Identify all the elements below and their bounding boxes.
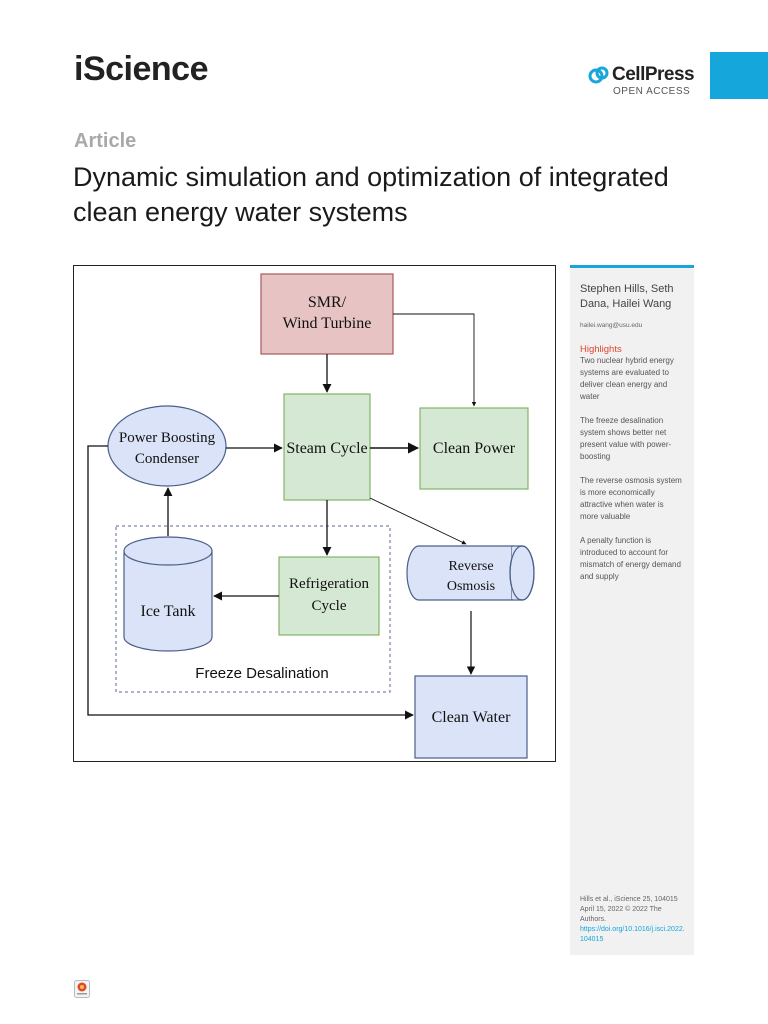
accent-tab (710, 52, 768, 99)
reverse-osmosis-node (406, 545, 535, 601)
check-for-updates-icon[interactable] (74, 980, 90, 998)
highlight-item: The freeze desalination system shows bet… (580, 416, 672, 461)
article-info-panel: Stephen Hills, Seth Dana, Hailei Wang ha… (570, 265, 694, 955)
article-type: Article (74, 130, 137, 152)
system-diagram: SMR/ Wind Turbine Steam Cycle Clean Powe… (87, 273, 535, 759)
clean-water-node (414, 675, 528, 759)
freeze-desal-region (115, 525, 391, 693)
ice-tank-node (123, 536, 213, 652)
arrow-steam-to-ro (369, 497, 467, 545)
open-access-label: OPEN ACCESS (613, 86, 691, 97)
highlight-item: Two nuclear hybrid energy systems are ev… (580, 356, 674, 401)
clean-power-node (419, 407, 529, 490)
graphical-abstract: SMR/ Wind Turbine Steam Cycle Clean Powe… (73, 265, 556, 762)
reverse-osmosis-label-line2: Osmosis (447, 579, 495, 594)
arrow-smr-to-clean-power (393, 313, 477, 407)
steam-cycle-label: Steam Cycle (286, 440, 367, 457)
smr-label-line2: Wind Turbine (283, 315, 372, 332)
power-boosting-node (107, 405, 227, 487)
highlight-item: A penalty function is introduced to acco… (580, 536, 681, 581)
journal-name: iScience (74, 50, 208, 88)
publisher-logo[interactable]: CellPress OPEN ACCESS (588, 64, 708, 97)
smr-label-line1: SMR/ (308, 294, 347, 311)
clean-water-label: Clean Water (432, 709, 512, 726)
clean-power-label: Clean Power (433, 440, 516, 457)
highlight-item: The reverse osmosis system is more econo… (580, 476, 682, 521)
refrigeration-label-line2: Cycle (312, 598, 347, 614)
citation-block: Hills et al., iScience 25, 104015 April … (580, 895, 688, 945)
cellpress-icon (588, 66, 609, 84)
refrigeration-node (278, 556, 380, 636)
corresponding-email[interactable]: hailei.wang@usu.edu (580, 322, 643, 329)
refrigeration-label-line1: Refrigeration (289, 576, 369, 592)
ice-tank-label: Ice Tank (141, 603, 196, 620)
power-boosting-label-line1: Power Boosting (119, 430, 216, 446)
publisher-name: CellPress (612, 64, 695, 85)
highlights-heading: Highlights (580, 344, 622, 355)
freeze-desal-label: Freeze Desalination (195, 665, 328, 682)
smr-node (260, 273, 394, 355)
arrow-condenser-to-clean-water (87, 445, 414, 720)
reverse-osmosis-label-line1: Reverse (448, 559, 493, 574)
article-title: Dynamic simulation and optimization of i… (73, 162, 669, 227)
doi-link[interactable]: https://doi.org/10.1016/j.isci.2022.1040… (580, 926, 685, 943)
author-list[interactable]: Stephen Hills, Seth Dana, Hailei Wang (580, 283, 674, 310)
citation-text: Hills et al., iScience 25, 104015 April … (580, 896, 678, 923)
power-boosting-label-line2: Condenser (135, 451, 199, 467)
steam-cycle-node (283, 393, 371, 501)
